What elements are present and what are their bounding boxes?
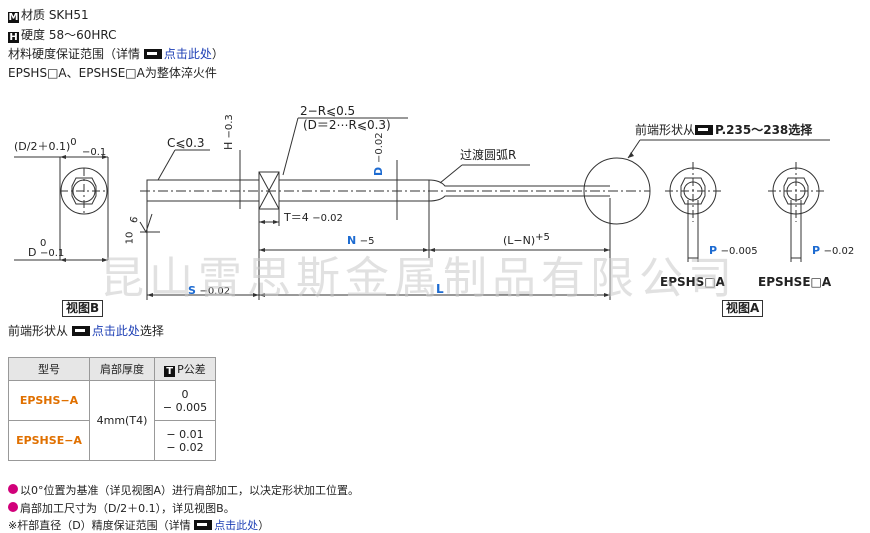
s-dim-label: S −0.02: [188, 284, 231, 297]
note-2: 肩部加工尺寸为（D/2＋0.1），详见视图B。: [8, 502, 235, 516]
hardness-mark-icon: H: [8, 32, 19, 43]
ln-dim-label: (L−N)+5: [503, 232, 550, 247]
dim-d2-tol: −0.1: [82, 147, 107, 158]
pdf-icon: [194, 520, 213, 530]
dim-d-label: D −0.1: [28, 246, 65, 259]
dim-d-tol: 0: [40, 238, 47, 249]
select-note: 前端形状从 点击此处选择: [8, 324, 164, 338]
radius-note: (D＝2⋯R⩽0.3): [303, 118, 391, 132]
chamfer-label: C⩽0.3: [167, 136, 205, 150]
table-row: EPSHS−A 4mm(T4) 0− 0.005: [8, 380, 216, 461]
hardness-range-link[interactable]: 点击此处: [163, 47, 212, 61]
transition-label: 过渡圆弧R: [460, 148, 517, 162]
tol-cell: 0− 0.005: [154, 380, 216, 421]
view-a-label: 视图A: [722, 300, 764, 317]
pdf-icon: [71, 326, 90, 336]
technical-drawing: [14, 117, 830, 300]
header-thickness: 肩部厚度: [89, 357, 155, 381]
tol-cell: − 0.01− 0.02: [154, 420, 216, 461]
footer-note: ※杆部直径（D）精度保证范围（详情 点击此处）: [8, 519, 270, 532]
model-cell[interactable]: EPSHS−A: [8, 380, 90, 421]
material-mark-icon: M: [8, 12, 19, 23]
note-1: 以0°位置为基准（详见视图A）进行肩部加工，以决定形状加工位置。: [8, 484, 359, 498]
hardness-range-prefix: 材料硬度保证范围（详情: [8, 47, 144, 61]
select-note-link[interactable]: 点击此处: [91, 324, 140, 338]
tip-icon: [8, 484, 18, 494]
pdf-icon: [695, 125, 714, 135]
model-cell[interactable]: EPSHSE−A: [8, 420, 90, 461]
pin-tip: [428, 179, 610, 202]
pdf-icon: [143, 49, 162, 59]
view-b-label: 视图B: [62, 300, 104, 317]
tip-icon: [8, 502, 18, 512]
tip-detail-circle: [583, 157, 651, 225]
footer-link[interactable]: 点击此处: [214, 519, 259, 532]
angle-label: 10: [124, 231, 136, 245]
hardness-text: 硬度 58～60HRC: [21, 28, 117, 42]
dim-d2-label: (D/2＋0.1)0: [14, 137, 77, 153]
t-dim-label: T＝4 −0.02: [284, 211, 343, 224]
material-text: 材质 SKH51: [21, 8, 89, 22]
view-b-flat: [71, 177, 97, 205]
table-row: EPSHSE−A − 0.01− 0.02: [8, 420, 216, 461]
radius-label: 2−R⩽0.5: [300, 104, 356, 118]
t-mark-icon: T: [164, 366, 176, 377]
p2-dim-label: P −0.02: [812, 244, 855, 257]
hardness-range-suffix: ）: [211, 47, 224, 61]
epshse-label: EPSHSE□A: [758, 275, 832, 289]
epshs-label: EPSHS□A: [660, 275, 725, 289]
thickness-cell: 4mm(T4): [89, 380, 155, 461]
hardness-range-line: 材料硬度保证范围（详情 点击此处）: [8, 47, 224, 62]
l-dim-label: L: [436, 282, 444, 296]
p1-dim-label: P −0.005: [709, 244, 758, 257]
quench-note: EPSHS□A、EPSHSE□A为整体淬火件: [8, 66, 217, 80]
h-dim-label: H −0.3: [222, 114, 235, 150]
header-model: 型号: [8, 357, 90, 381]
n-dim-label: N −5: [347, 234, 375, 247]
d-dim-label: D −0.02: [372, 132, 385, 176]
